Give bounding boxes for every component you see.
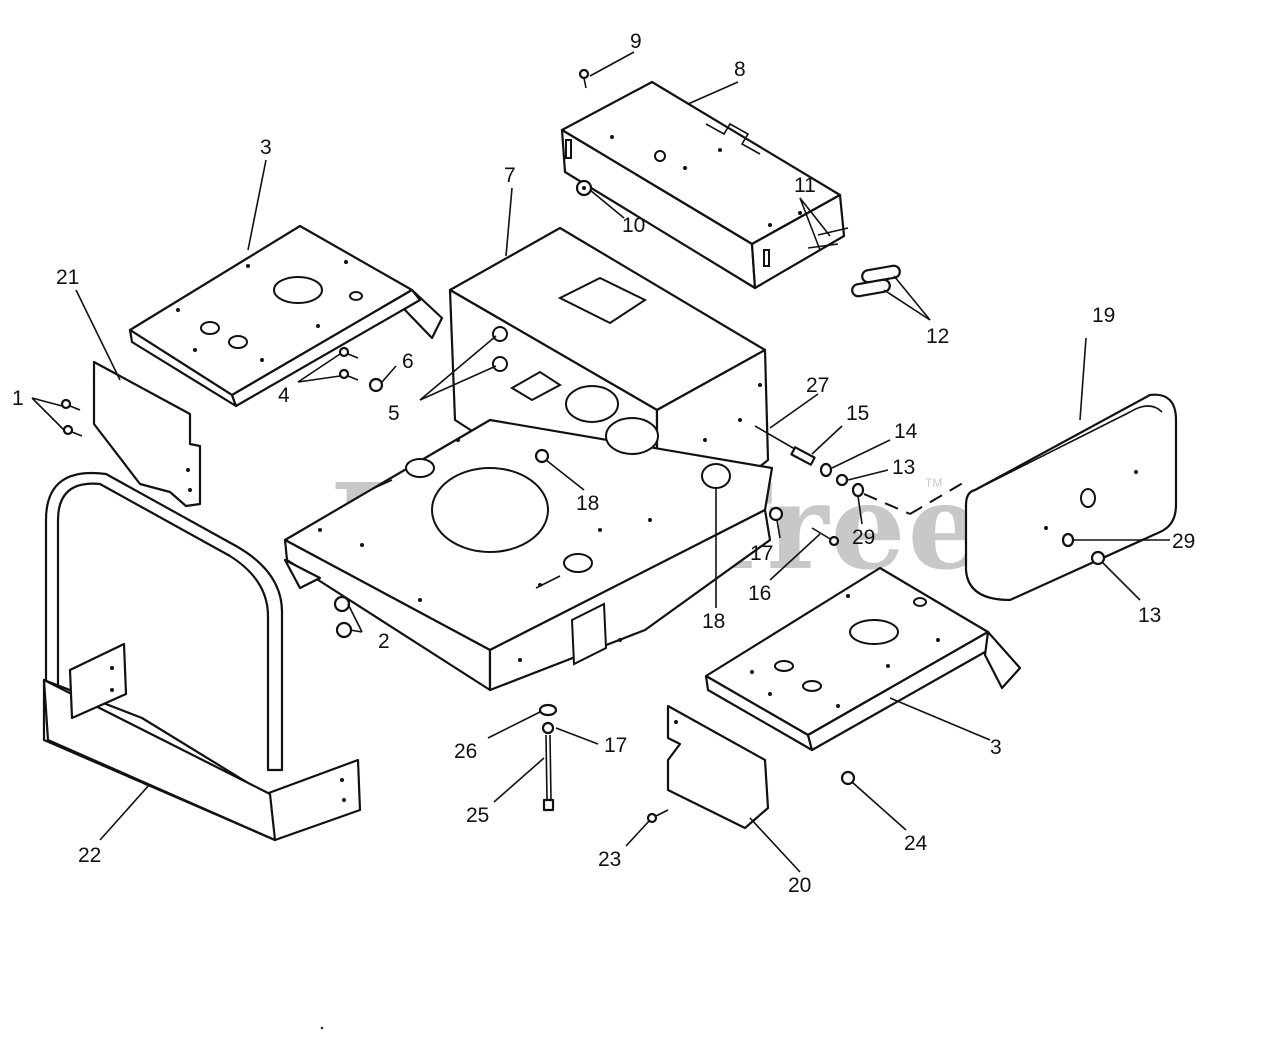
callout-14: 14 [894, 420, 918, 443]
part-3-plate-upper[interactable] [128, 224, 444, 408]
part-6-nut[interactable] [368, 377, 384, 393]
part-26-washer[interactable] [538, 703, 558, 717]
callout-23: 23 [598, 848, 621, 871]
assembly-guide-line [863, 493, 911, 515]
callout-24: 24 [904, 832, 928, 855]
callout-labels: 1 2 3 3 4 5 6 7 8 9 10 11 12 13 13 14 15… [12, 30, 1195, 897]
part-27-rod[interactable] [754, 425, 801, 453]
callout-5: 5 [388, 402, 400, 425]
part-23-bolt[interactable] [646, 809, 669, 824]
callout-17-upper: 17 [750, 542, 773, 565]
stray-mark [320, 1026, 324, 1030]
callout-3-lower: 3 [990, 736, 1002, 759]
part-1-bolts[interactable] [60, 398, 83, 437]
callout-7: 7 [504, 164, 516, 187]
part-16-bolt[interactable] [811, 527, 840, 547]
part-8-console-bracket[interactable] [560, 80, 846, 290]
part-13-nut-upper[interactable] [835, 473, 849, 487]
part-4-bolts[interactable] [338, 346, 359, 381]
callout-9: 9 [630, 30, 642, 53]
part-9-screw[interactable] [578, 68, 590, 89]
part-25-bolt[interactable] [542, 734, 555, 812]
leader-lines [31, 51, 1170, 873]
part-2-nuts[interactable] [333, 595, 353, 639]
part-7-main-frame[interactable] [283, 226, 774, 692]
callout-8: 8 [734, 58, 746, 81]
part-22-bumper-bar[interactable] [42, 471, 362, 842]
part-14-washer[interactable] [819, 462, 833, 478]
callout-2: 2 [378, 630, 390, 653]
part-13-nut-lower[interactable] [1090, 550, 1106, 566]
callout-18-upper: 18 [576, 492, 599, 515]
part-15-sleeve[interactable] [790, 446, 816, 466]
callout-17-lower: 17 [604, 734, 627, 757]
callout-15: 15 [846, 402, 869, 425]
assembly-guide-line-2 [909, 479, 969, 515]
part-12-spacers[interactable] [851, 264, 901, 298]
callout-16: 16 [748, 582, 771, 605]
callout-29-lower: 29 [1172, 530, 1195, 553]
callout-19: 19 [1092, 304, 1115, 327]
callout-27: 27 [806, 374, 829, 397]
callout-10: 10 [622, 214, 645, 237]
callout-6: 6 [402, 350, 414, 373]
part-18-nut-upper[interactable] [534, 448, 550, 464]
callout-3-upper: 3 [260, 136, 272, 159]
callout-21: 21 [56, 266, 79, 289]
callout-22: 22 [78, 844, 101, 867]
callout-13-lower: 13 [1138, 604, 1161, 627]
callout-11: 11 [794, 174, 816, 197]
part-21-side-panel[interactable] [92, 360, 202, 508]
callout-20: 20 [788, 874, 811, 897]
part-29-washer-lower[interactable] [1061, 532, 1075, 548]
part-20-bracket[interactable] [666, 704, 770, 830]
part-10-nut[interactable] [575, 179, 593, 197]
part-3-plate-lower[interactable] [704, 566, 1022, 752]
callout-1: 1 [12, 387, 24, 410]
callout-26: 26 [454, 740, 477, 763]
callout-29-upper: 29 [852, 526, 875, 549]
part-17-nut-upper[interactable] [768, 506, 784, 522]
part-11-pins[interactable] [807, 227, 849, 249]
callout-12: 12 [926, 325, 949, 348]
callout-18-lower: 18 [702, 610, 725, 633]
part-17-nut-lower[interactable] [541, 721, 555, 735]
part-24-nut[interactable] [840, 770, 856, 786]
callout-13-upper: 13 [892, 456, 915, 479]
watermark-trademark: TM [925, 476, 942, 490]
part-19-rear-weight[interactable] [964, 393, 1178, 602]
part-29-washer-upper[interactable] [851, 482, 865, 498]
callout-4: 4 [278, 384, 290, 407]
callout-25: 25 [466, 804, 489, 827]
